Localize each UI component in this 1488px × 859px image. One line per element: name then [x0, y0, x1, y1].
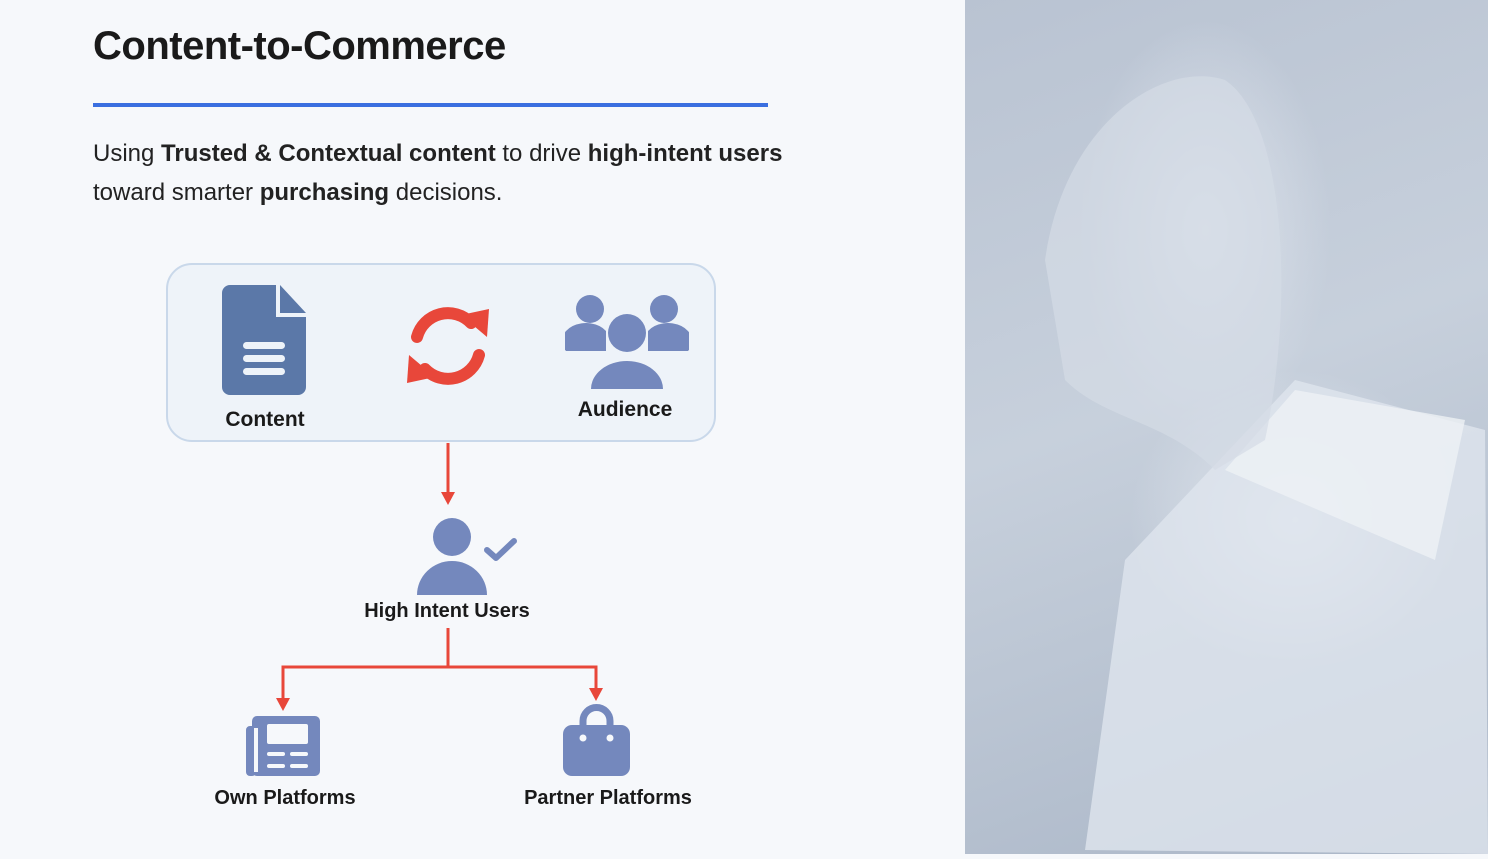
subtitle-text: Using [93, 140, 162, 167]
flow-arrows [276, 443, 603, 711]
slide-title: Content-to-Commerce [93, 24, 506, 68]
subtitle-text: toward smarter [93, 179, 260, 206]
hands-phone-photo [965, 0, 1488, 854]
subtitle-text: to drive [495, 140, 588, 167]
sync-icon [407, 307, 489, 385]
partner-platforms-label: Partner Platforms [524, 787, 692, 809]
audience-icon [565, 295, 689, 389]
high-intent-users-label: High Intent Users [364, 600, 530, 622]
content-label: Content [225, 408, 305, 431]
subtitle-bold: high-intent users [587, 140, 783, 167]
document-icon [222, 285, 306, 395]
title-underline [93, 103, 768, 107]
subtitle-bold: Trusted & Contextual content [161, 140, 496, 167]
photo-shapes [1045, 76, 1488, 854]
subtitle-bold: purchasing [259, 179, 390, 206]
subtitle-text: decisions. [389, 179, 503, 206]
own-platforms-label: Own Platforms [214, 787, 356, 809]
slide-subtitle: Using Trusted & Contextual content to dr… [93, 134, 853, 212]
verified-user-icon [417, 518, 517, 595]
newspaper-icon [246, 716, 320, 776]
audience-label: Audience [577, 398, 673, 421]
shopping-bag-icon [563, 704, 630, 776]
